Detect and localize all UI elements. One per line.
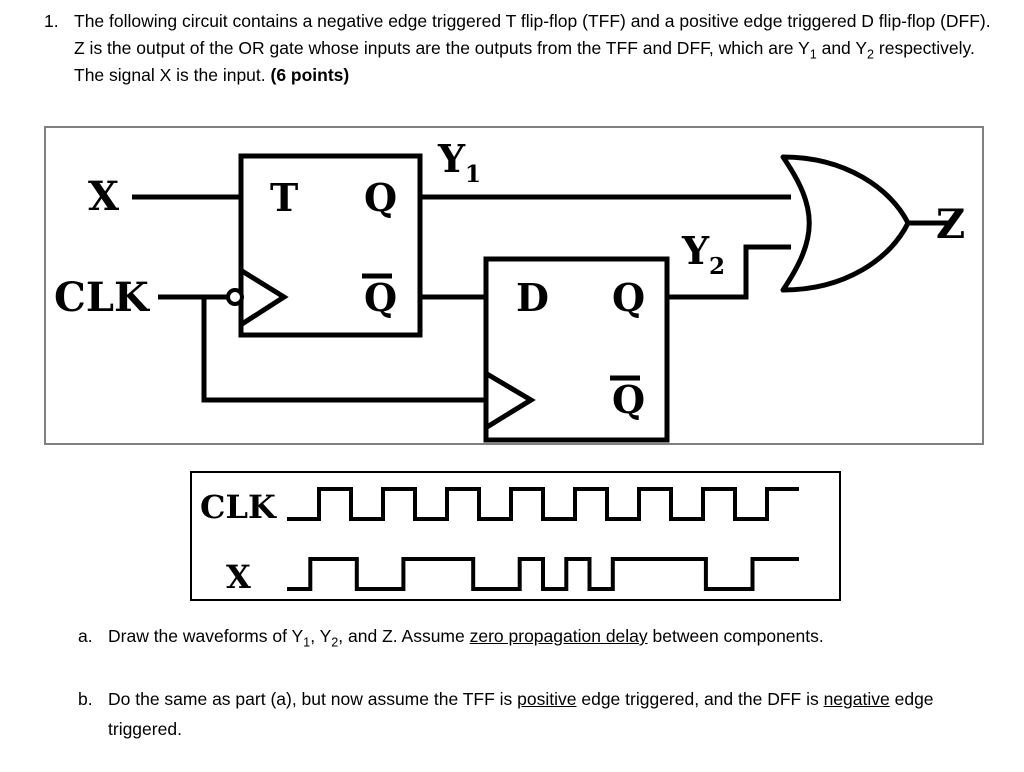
timing-diagram: CLK X	[200, 487, 799, 596]
wire-dff-q-to-or-input	[667, 244, 791, 300]
waveform-label-clk: CLK	[200, 488, 277, 526]
wire-clk-branch-to-dff-clock	[201, 297, 489, 403]
sub-b-seg1: Do the same as part (a), but now assume …	[108, 689, 518, 709]
question-number: 1.	[44, 11, 59, 31]
dff-q-pin-label: Q	[612, 275, 645, 320]
tff-box	[238, 153, 423, 338]
question-text: The following circuit contains a negativ…	[74, 8, 994, 89]
sub-a-seg3: , and Z. Assume	[338, 626, 470, 646]
sub-a-underlined: zero propagation delay	[469, 626, 648, 646]
label-net-y2: Y	[681, 228, 710, 273]
circuit-schematic: X CLK T Q Q Y 1	[54, 136, 965, 443]
sub-a-seg2: , Y	[310, 626, 332, 646]
circuit-diagram-panel: X CLK T Q Q Y 1	[44, 126, 984, 445]
tff-clock-inversion-bubble-icon	[226, 288, 244, 306]
subquestion-b-text: Do the same as part (a), but now assume …	[108, 684, 1008, 744]
question-line-1: The following circuit contains a negativ…	[74, 11, 783, 31]
waveform-label-x: X	[226, 558, 251, 596]
label-input-clk: CLK	[54, 274, 150, 321]
question-sub-1: 1	[809, 47, 817, 62]
dff-qbar-pin-label: Q	[612, 377, 645, 422]
waveform-trace-clk	[287, 487, 799, 521]
question-block: 1. The following circuit contains a nega…	[44, 8, 994, 89]
subquestion-a-text: Draw the waveforms of Y1, Y2, and Z. Ass…	[108, 621, 1008, 651]
label-output-z: Z	[936, 201, 965, 248]
question-line-3b: and Y	[816, 38, 868, 58]
sub-b-underlined-1: positive	[517, 689, 577, 709]
sub-a-seg1: Draw the waveforms of Y	[108, 626, 304, 646]
label-net-y2-subscript: 2	[709, 253, 725, 280]
question-points: (6 points)	[270, 65, 350, 85]
sub-a-seg4: between components.	[647, 626, 824, 646]
dff-d-pin-label: D	[516, 275, 549, 320]
sub-b-underlined-2: negative	[823, 689, 890, 709]
waveform-trace-x	[287, 557, 799, 591]
tff-qbar-pin-label: Q	[364, 275, 397, 320]
subquestion-a-letter: a.	[78, 626, 93, 646]
question-line-3c: respectively. The signal X is the input.	[74, 38, 975, 85]
or-gate-shape-icon	[780, 154, 911, 293]
sub-b-seg3: edge triggered.	[108, 689, 934, 739]
label-net-y1-subscript: 1	[465, 161, 481, 188]
sub-a-sub1: 1	[303, 635, 311, 650]
subquestion-b-letter: b.	[78, 689, 93, 709]
sub-a-sub2: 2	[331, 635, 339, 650]
question-sub-2: 2	[867, 47, 875, 62]
subquestion-a: a. Draw the waveforms of Y1, Y2, and Z. …	[78, 621, 1008, 651]
dff-clock-triangle-icon	[485, 371, 536, 430]
subquestion-b: b. Do the same as part (a), but now assu…	[78, 684, 1008, 744]
sub-b-seg2: edge triggered, and the DFF is	[576, 689, 824, 709]
waveform-diagram-panel: CLK X	[190, 471, 841, 601]
question-line-3a: the TFF and DFF, which are Y	[576, 38, 810, 58]
label-input-x: X	[88, 173, 119, 220]
label-net-y1: Y	[437, 136, 466, 181]
tff-t-pin-label: T	[270, 175, 298, 220]
tff-clock-triangle-icon	[240, 268, 289, 327]
question-line-2: triggered D flip-flop (DFF). Z is the ou…	[74, 11, 991, 58]
tff-q-pin-label: Q	[364, 175, 397, 220]
